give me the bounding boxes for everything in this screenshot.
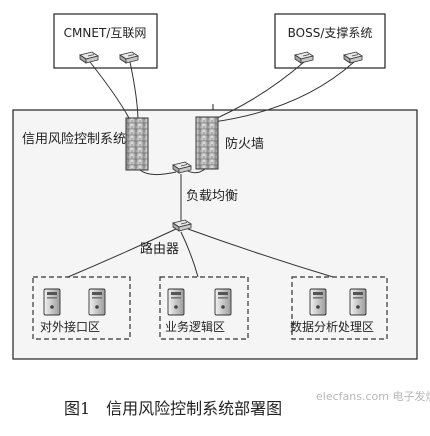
zone-data-analysis [291, 276, 388, 340]
watermark: elecfans.com 电子发烧友 [316, 389, 430, 403]
cmnet-label: CMNET/互联网 [64, 26, 147, 40]
boss-box [274, 13, 386, 69]
zone-3-server-b-icon [349, 288, 367, 316]
zone-1-server-a-icon [43, 288, 61, 316]
firewall-left-icon [125, 117, 149, 171]
boss-label: BOSS/支撑系统 [288, 25, 373, 40]
firewall-right-icon [195, 116, 219, 170]
zone-3-server-a-icon [309, 288, 327, 316]
zone-external-interface [32, 276, 131, 340]
zone-2-label: 业务逻辑区 [165, 319, 225, 334]
figure-caption: 图1 信用风险控制系统部署图 [64, 399, 282, 418]
zone-1-label: 对外接口区 [40, 319, 100, 334]
router-links [67, 228, 334, 278]
cmnet-box [53, 13, 158, 69]
zone-1-server-b-icon [88, 288, 106, 316]
zone-3-label: 数据分析处理区 [290, 319, 374, 334]
load-balancer-label: 负载均衡 [186, 189, 238, 204]
router-label: 路由器 [140, 241, 179, 257]
zone-business-logic [159, 276, 249, 340]
zone-2-server-b-icon [214, 288, 232, 316]
zone-2-server-a-icon [167, 288, 185, 316]
firewall-label: 防火墙 [225, 136, 264, 152]
system-region-label: 信用风险控制系统 [22, 132, 126, 147]
